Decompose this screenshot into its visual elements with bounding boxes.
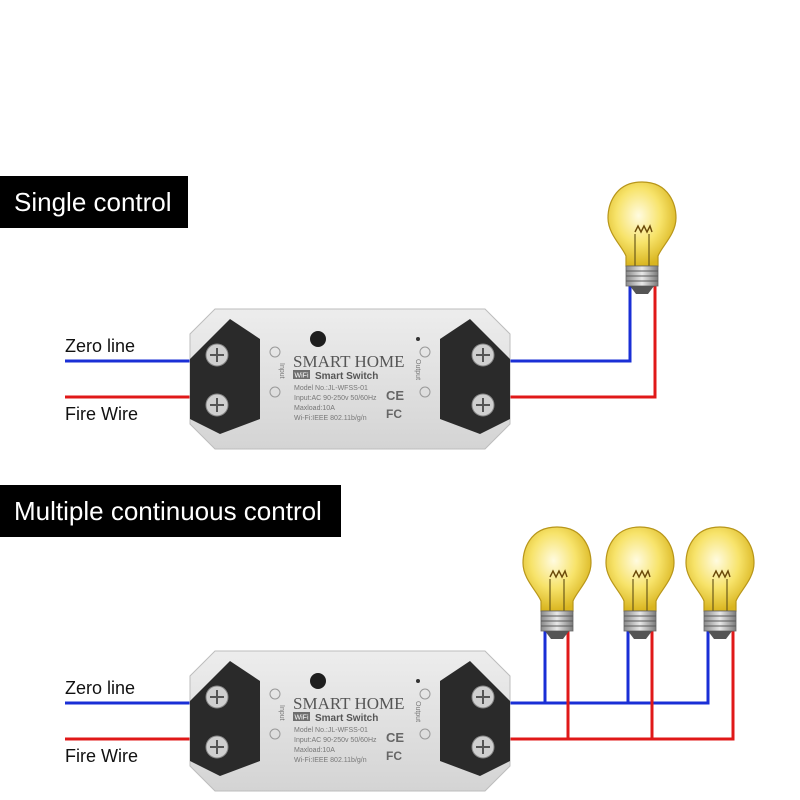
- device-maxload: Maxload:10A: [294, 747, 335, 754]
- zero-line-label-multi: Zero line: [65, 678, 136, 698]
- device-product: Smart Switch: [315, 371, 378, 382]
- zero-wire-bus-multi: [492, 627, 710, 705]
- wifi-badge: [293, 370, 310, 379]
- fc-mark: FC: [386, 407, 402, 421]
- device-product: Smart Switch: [315, 713, 378, 724]
- section-title-multi: Multiple continuous control: [0, 485, 341, 537]
- light-bulb-icon: [605, 526, 675, 640]
- wifi-badge-text: WiFi: [295, 715, 309, 722]
- zero-wire-out-single: [492, 282, 632, 363]
- device-wifi-spec: Wi-Fi:IEEE 802.11b/g/n: [294, 415, 367, 422]
- light-bulb-icon: [522, 526, 592, 640]
- device-brand: SMART HOME: [293, 694, 405, 713]
- device-maxload: Maxload:10A: [294, 405, 335, 412]
- ce-mark: CE: [386, 388, 404, 403]
- device-wifi-spec: Wi-Fi:IEEE 802.11b/g/n: [294, 757, 367, 764]
- fire-wire-label-single: Fire Wire: [65, 404, 138, 424]
- wires-multi: [65, 627, 735, 741]
- fc-mark: FC: [386, 749, 402, 763]
- wires-single: [65, 282, 657, 399]
- device-input-spec: Input:AC 90-250v 50/60Hz: [294, 737, 377, 744]
- smart-switch-device-single: SMART HOME WiFi Smart Switch Model No.:J…: [189, 308, 511, 450]
- input-port-label: Input: [278, 705, 285, 721]
- device-model: Model No.:JL-WFSS-01: [294, 727, 368, 734]
- wifi-badge-text: WiFi: [295, 373, 309, 380]
- output-port-label: Output: [414, 359, 421, 380]
- fire-wire-bus-multi: [492, 627, 735, 741]
- fire-wire-label-multi: Fire Wire: [65, 746, 138, 766]
- zero-line-label-single: Zero line: [65, 336, 136, 356]
- device-input-spec: Input:AC 90-250v 50/60Hz: [294, 395, 377, 402]
- input-port-label: Input: [278, 363, 285, 379]
- section-title-single: Single control: [0, 176, 188, 228]
- light-bulb-icon: [685, 526, 755, 640]
- fire-wire-out-single: [492, 282, 657, 399]
- device-model: Model No.:JL-WFSS-01: [294, 385, 368, 392]
- smart-switch-device-multi: SMART HOME WiFi Smart Switch Model No.:J…: [189, 650, 511, 792]
- output-port-label: Output: [414, 701, 421, 722]
- ce-mark: CE: [386, 730, 404, 745]
- light-bulb-icon: [607, 181, 677, 295]
- wifi-badge: [293, 712, 310, 721]
- device-brand: SMART HOME: [293, 352, 405, 371]
